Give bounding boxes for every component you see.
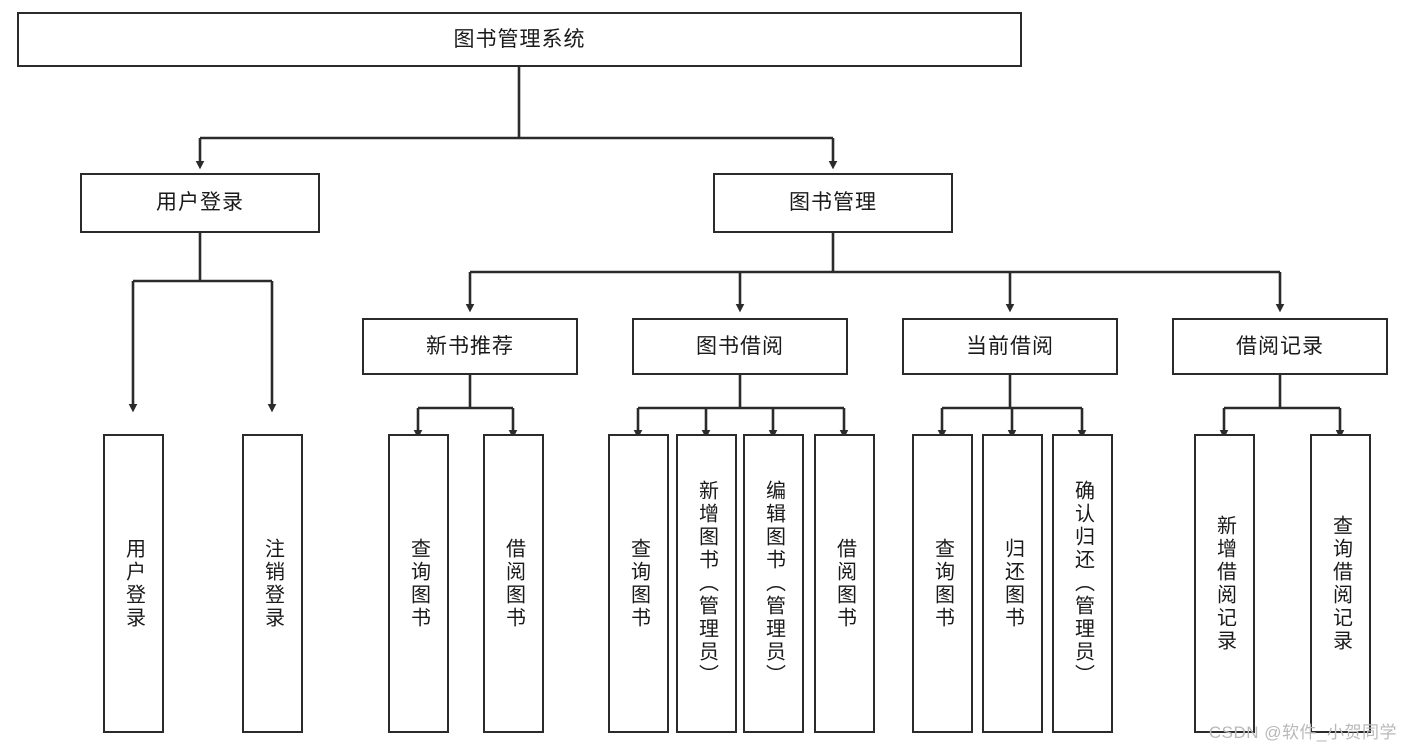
- node-label: 用户登录: [122, 537, 145, 630]
- leaf-borrow-query-book[interactable]: 查询图书: [608, 434, 669, 733]
- node-label: 图书管理: [789, 191, 877, 215]
- leaf-current-return-book[interactable]: 归还图书: [982, 434, 1043, 733]
- leaf-user-login-logout[interactable]: 注销登录: [242, 434, 303, 733]
- node-label: 当前借阅: [966, 334, 1054, 358]
- node-new-book-recommend[interactable]: 新书推荐: [362, 318, 578, 375]
- leaf-new-book-borrow[interactable]: 借阅图书: [483, 434, 544, 733]
- node-current-borrow[interactable]: 当前借阅: [902, 318, 1118, 375]
- node-book-borrow[interactable]: 图书借阅: [632, 318, 848, 375]
- leaf-current-query-book[interactable]: 查询图书: [912, 434, 973, 733]
- node-label: 查询借阅记录: [1329, 514, 1352, 653]
- node-label: 查询图书: [407, 537, 430, 630]
- node-label: 新增借阅记录: [1213, 514, 1236, 653]
- leaf-borrow-edit-book-admin[interactable]: 编辑图书（管理员）: [743, 434, 804, 733]
- node-borrow-records[interactable]: 借阅记录: [1172, 318, 1388, 375]
- node-label: 借阅记录: [1236, 334, 1324, 358]
- node-user-login[interactable]: 用户登录: [80, 173, 320, 233]
- node-book-management[interactable]: 图书管理: [713, 173, 953, 233]
- leaf-records-query-record[interactable]: 查询借阅记录: [1310, 434, 1371, 733]
- node-label: 用户登录: [156, 191, 244, 215]
- leaf-records-add-record[interactable]: 新增借阅记录: [1194, 434, 1255, 733]
- node-label: 归还图书: [1001, 537, 1024, 630]
- node-label: 图书借阅: [696, 334, 784, 358]
- leaf-user-login-login[interactable]: 用户登录: [103, 434, 164, 733]
- node-label: 确认归还（管理员）: [1071, 480, 1094, 687]
- node-label: 查询图书: [627, 537, 650, 630]
- node-label: 借阅图书: [833, 537, 856, 630]
- node-label: 新增图书（管理员）: [695, 480, 718, 687]
- leaf-borrow-borrow-book[interactable]: 借阅图书: [814, 434, 875, 733]
- node-root-book-management-system[interactable]: 图书管理系统: [17, 12, 1022, 67]
- leaf-borrow-add-book-admin[interactable]: 新增图书（管理员）: [676, 434, 737, 733]
- node-label: 图书管理系统: [453, 27, 586, 51]
- node-label: 注销登录: [261, 537, 284, 630]
- node-label: 查询图书: [931, 537, 954, 630]
- node-label: 编辑图书（管理员）: [762, 480, 785, 687]
- leaf-new-book-query[interactable]: 查询图书: [388, 434, 449, 733]
- node-label: 借阅图书: [502, 537, 525, 630]
- leaf-current-confirm-return-admin[interactable]: 确认归还（管理员）: [1052, 434, 1113, 733]
- node-label: 新书推荐: [426, 334, 514, 358]
